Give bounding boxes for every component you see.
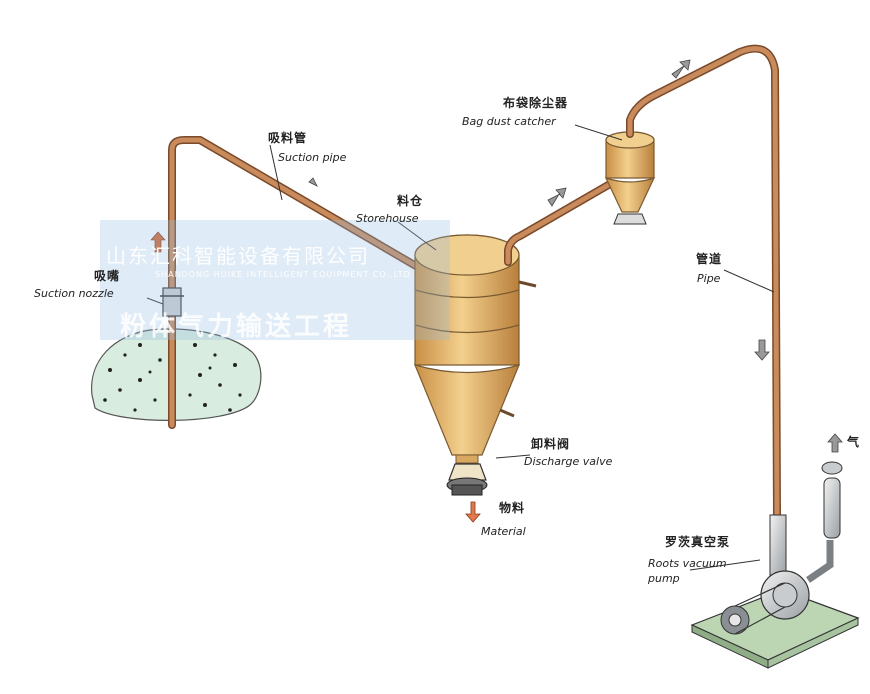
bag-dust-catcher-label-en: Bag dust catcher: [462, 115, 556, 128]
material-pile: [91, 328, 262, 421]
flow-arrow-diagonal-icon: [671, 59, 691, 79]
discharge-valve-label-en: Discharge valve: [524, 455, 613, 468]
flow-arrow-diagonal-icon: [547, 187, 567, 207]
storehouse-label-en: Storehouse: [356, 212, 419, 225]
discharge-valve: [446, 463, 488, 496]
leader-lines: [146, 124, 775, 571]
material-label-en: Material: [481, 525, 526, 538]
storehouse-vessel: [413, 234, 537, 464]
material-pile-dots: [103, 343, 242, 412]
storehouse-label-zh: 料仓: [397, 194, 424, 208]
suction-nozzle-label-en: Suction nozzle: [34, 287, 114, 300]
pipe-label-en: Pipe: [697, 272, 721, 285]
flow-arrow-up-icon: [150, 231, 166, 253]
material-out-arrow: [465, 501, 481, 523]
watermark-company-en: SHANDONG HUIKE INTELLIGENT EQUIPMENT CO.…: [155, 270, 411, 279]
watermark-slogan: 粉体气力输送工程: [120, 312, 353, 342]
roots-vacuum-pump: [690, 461, 860, 669]
bag-dust-catcher-label-zh: 布袋除尘器: [503, 96, 569, 110]
pump-label-zh: 罗茨真空泵: [665, 535, 731, 549]
suction-pipe-label-en: Suction pipe: [278, 151, 347, 164]
material-label-zh: 物料: [499, 501, 526, 515]
gas-label-zh: 气: [847, 435, 861, 449]
pump-label-en: Roots vacuum pump: [648, 557, 727, 586]
discharge-valve-label-zh: 卸料阀: [531, 437, 571, 451]
bag-dust-catcher: [604, 131, 656, 225]
flow-arrow-diagonal-icon: [308, 177, 318, 187]
suction-nozzle-label-zh: 吸嘴: [94, 269, 121, 283]
pipe-label-zh: 管道: [696, 252, 723, 266]
watermark-panel: [100, 220, 450, 340]
suction-nozzle: [162, 287, 182, 317]
gas-arrow-up-icon: [827, 433, 843, 453]
suction-pipe-label-zh: 吸料管: [268, 131, 308, 145]
watermark-company-zh: 山东汇科智能设备有限公司: [106, 244, 370, 268]
flow-arrow-down-icon: [754, 339, 770, 361]
